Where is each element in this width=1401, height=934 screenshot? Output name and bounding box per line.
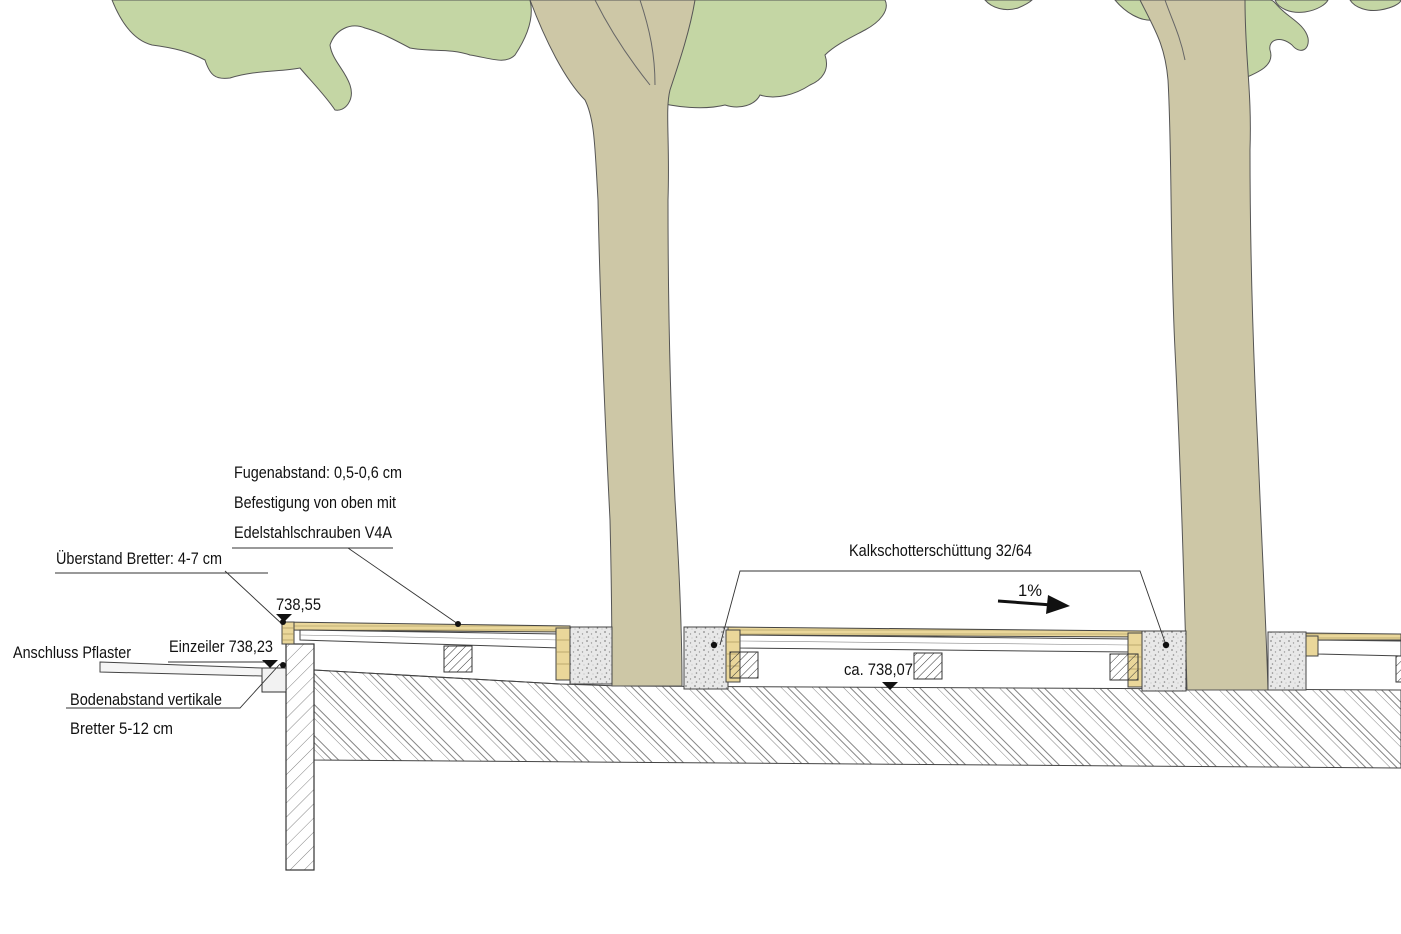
tree-trunk-center — [529, 0, 696, 687]
gravel-fill — [569, 626, 1307, 692]
elevation-top-label: 738,55 — [276, 595, 321, 614]
gravel-label: Kalkschotterschüttung 32/64 — [849, 541, 1032, 560]
clearance-label-line2: Bretter 5-12 cm — [70, 719, 173, 738]
screws-label: Edelstahlschrauben V4A — [234, 523, 393, 542]
gravel-point-right-icon — [1162, 641, 1170, 649]
decking-segment-1 — [281, 621, 571, 681]
clearance-point-icon — [280, 662, 286, 668]
fastening-label: Befestigung von oben mit — [234, 493, 396, 512]
decking-segment-3 — [1305, 632, 1401, 683]
elevation-top-triangle-icon — [276, 614, 292, 622]
joint-spacing-label: Fugenabstand: 0,5-0,6 cm — [234, 463, 402, 482]
curb-elevation-triangle-icon — [262, 660, 278, 668]
decking-segment-2 — [725, 626, 1143, 688]
screw-point-icon — [455, 621, 461, 627]
leader-lines — [55, 547, 1167, 709]
ground-elevation-triangle-icon — [882, 682, 898, 690]
paving-connection-label: Anschluss Pflaster — [13, 643, 131, 662]
overhang-label: Überstand Bretter: 4-7 cm — [56, 549, 222, 568]
ground-elevation-label: ca. 738,07 — [844, 660, 913, 679]
curb-label: Einzeiler 738,23 — [169, 637, 273, 656]
markers — [262, 614, 1170, 690]
clearance-label-line1: Bodenabstand vertikale — [70, 690, 222, 709]
slope-arrow-icon — [997, 595, 1070, 614]
slope-label: 1% — [1018, 581, 1042, 600]
text-labels: Fugenabstand: 0,5-0,6 cm Befestigung von… — [13, 463, 1042, 738]
retaining-wall — [99, 643, 315, 871]
tree-trunk-right — [1139, 0, 1269, 691]
gravel-point-left-icon — [710, 641, 718, 649]
tree-canopy-left — [111, 0, 532, 111]
